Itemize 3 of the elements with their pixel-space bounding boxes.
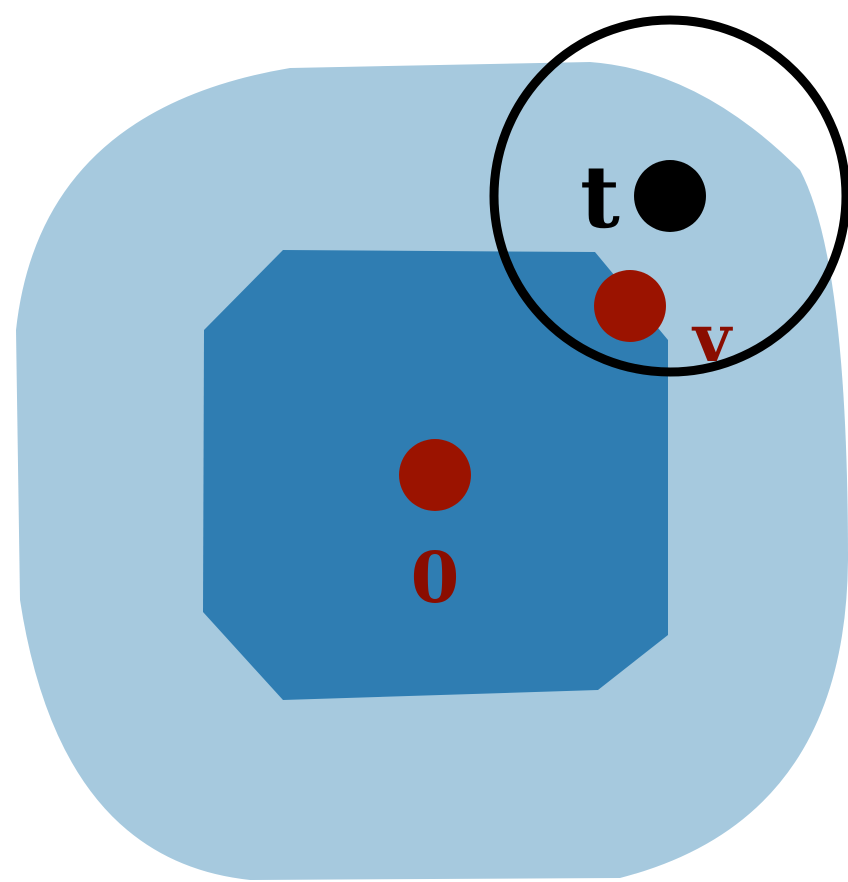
point-label: 0: [410, 543, 460, 613]
point-label: v: [692, 305, 732, 371]
point-label: t: [580, 155, 620, 241]
